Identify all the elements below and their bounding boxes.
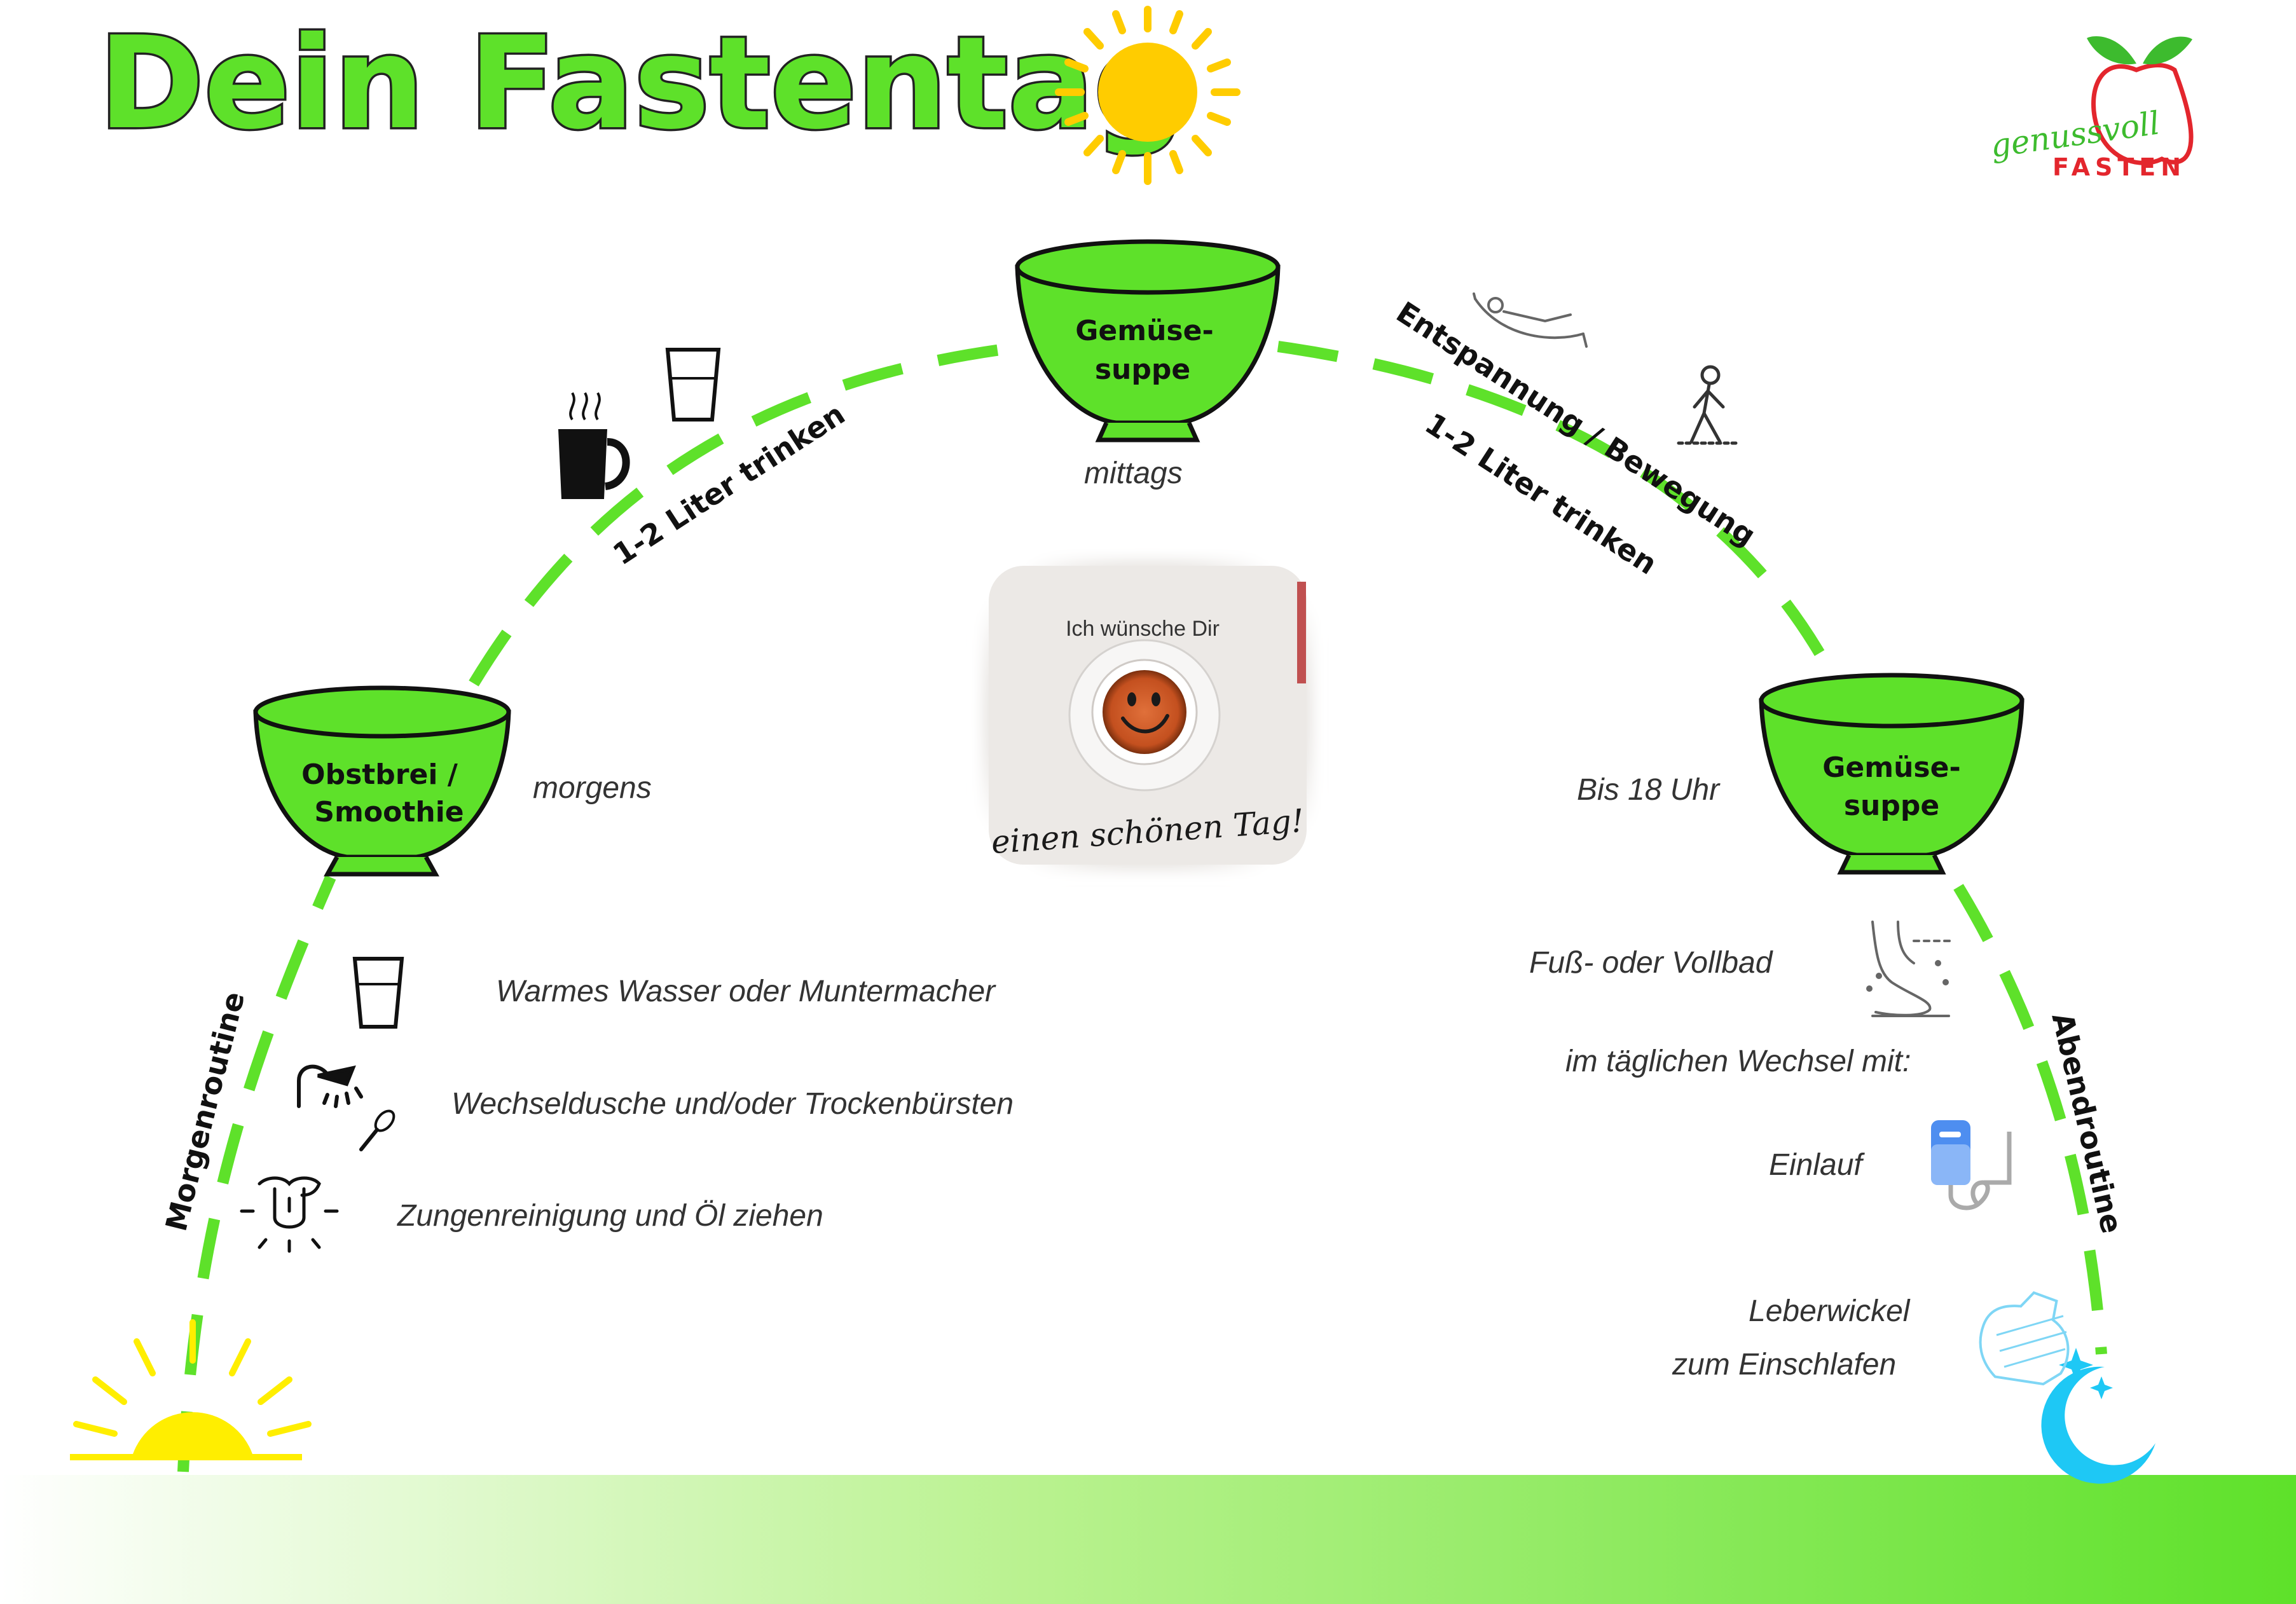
bowl-evening-line1: Gemüse-: [1822, 751, 1960, 784]
moon-icon: [2041, 1348, 2155, 1484]
walking-person-icon: [1677, 365, 1741, 445]
enema-icon: [1931, 1120, 2012, 1210]
logo: genussvoll FASTEN: [1988, 36, 2194, 181]
bowl-noon: Gemüse- suppe: [1015, 239, 1281, 442]
morning-item-text: Wechseldusche und/oder Trockenbürsten: [451, 1087, 1014, 1121]
bowl-morning: Obstbrei / Smoothie: [253, 685, 511, 877]
sunrise-icon: [70, 1319, 312, 1460]
morning-item-shower: Wechseldusche und/oder Trockenbürsten: [297, 1064, 1014, 1151]
tongue-icon: [240, 1176, 339, 1253]
evening-routine-label: Abendroutine: [2045, 1010, 2129, 1237]
page-title: Dein Fastentag: [99, 10, 1185, 158]
day-path-arc: [177, 339, 2107, 1472]
water-glass-icon: [665, 348, 721, 422]
foot-bath-icon: [1866, 921, 1953, 1017]
coffee-mug-icon: [558, 392, 630, 499]
morning-item-text: Warmes Wasser oder Muntermacher: [496, 975, 996, 1008]
evening-liver-text-1: Leberwickel: [1749, 1294, 1911, 1328]
morning-item-water: Warmes Wasser oder Muntermacher: [352, 957, 996, 1029]
hot-water-bottle-icon: [1979, 1291, 2070, 1386]
hammock-icon: [1473, 292, 1588, 348]
morning-item-tongue: Zungenreinigung und Öl ziehen: [240, 1176, 823, 1253]
leaf-icon: [2087, 36, 2136, 65]
bowl-evening: Gemüse- suppe: [1759, 673, 2024, 875]
bowl-noon-line2: suppe: [1095, 353, 1190, 386]
greeting-photo: Ich wünsche Dir einen schönen Tag!: [982, 559, 1313, 871]
bowl-morning-line1: Obstbrei /: [301, 758, 458, 791]
bottom-gradient-band: [0, 1475, 2296, 1604]
bowl-morning-line2: Smoothie: [314, 796, 464, 828]
morning-item-text: Zungenreinigung und Öl ziehen: [397, 1199, 823, 1233]
evening-bath-text: Fuß- oder Vollbad: [1529, 946, 1773, 980]
evening-enema-text: Einlauf: [1769, 1148, 1865, 1182]
drink-label-right: 1-2 Liter trinken: [1419, 406, 1663, 581]
evening-liver-text-2: zum Einschlafen: [1672, 1348, 1896, 1381]
sun-icon: [1055, 6, 1241, 185]
leaf-icon: [2143, 36, 2192, 65]
apple-icon: [2091, 63, 2194, 165]
time-morning: morgens: [533, 771, 652, 805]
bowl-evening-line2: suppe: [1844, 790, 1939, 822]
shower-icon: [297, 1064, 363, 1108]
time-noon: mittags: [1084, 456, 1183, 490]
bowl-noon-line1: Gemüse-: [1075, 315, 1213, 347]
logo-word: FASTEN: [2052, 153, 2186, 181]
drink-label-left: 1-2 Liter trinken: [607, 397, 851, 572]
photo-top-text: Ich wünsche Dir: [1066, 617, 1220, 641]
brush-icon: [359, 1109, 395, 1151]
time-evening: Bis 18 Uhr: [1577, 773, 1721, 807]
morning-routine-label: Morgenroutine: [159, 988, 252, 1234]
evening-alternate-text: im täglichen Wechsel mit:: [1565, 1045, 1911, 1078]
smiley-coffee-icon: [1103, 670, 1186, 754]
glass-icon: [352, 957, 404, 1029]
